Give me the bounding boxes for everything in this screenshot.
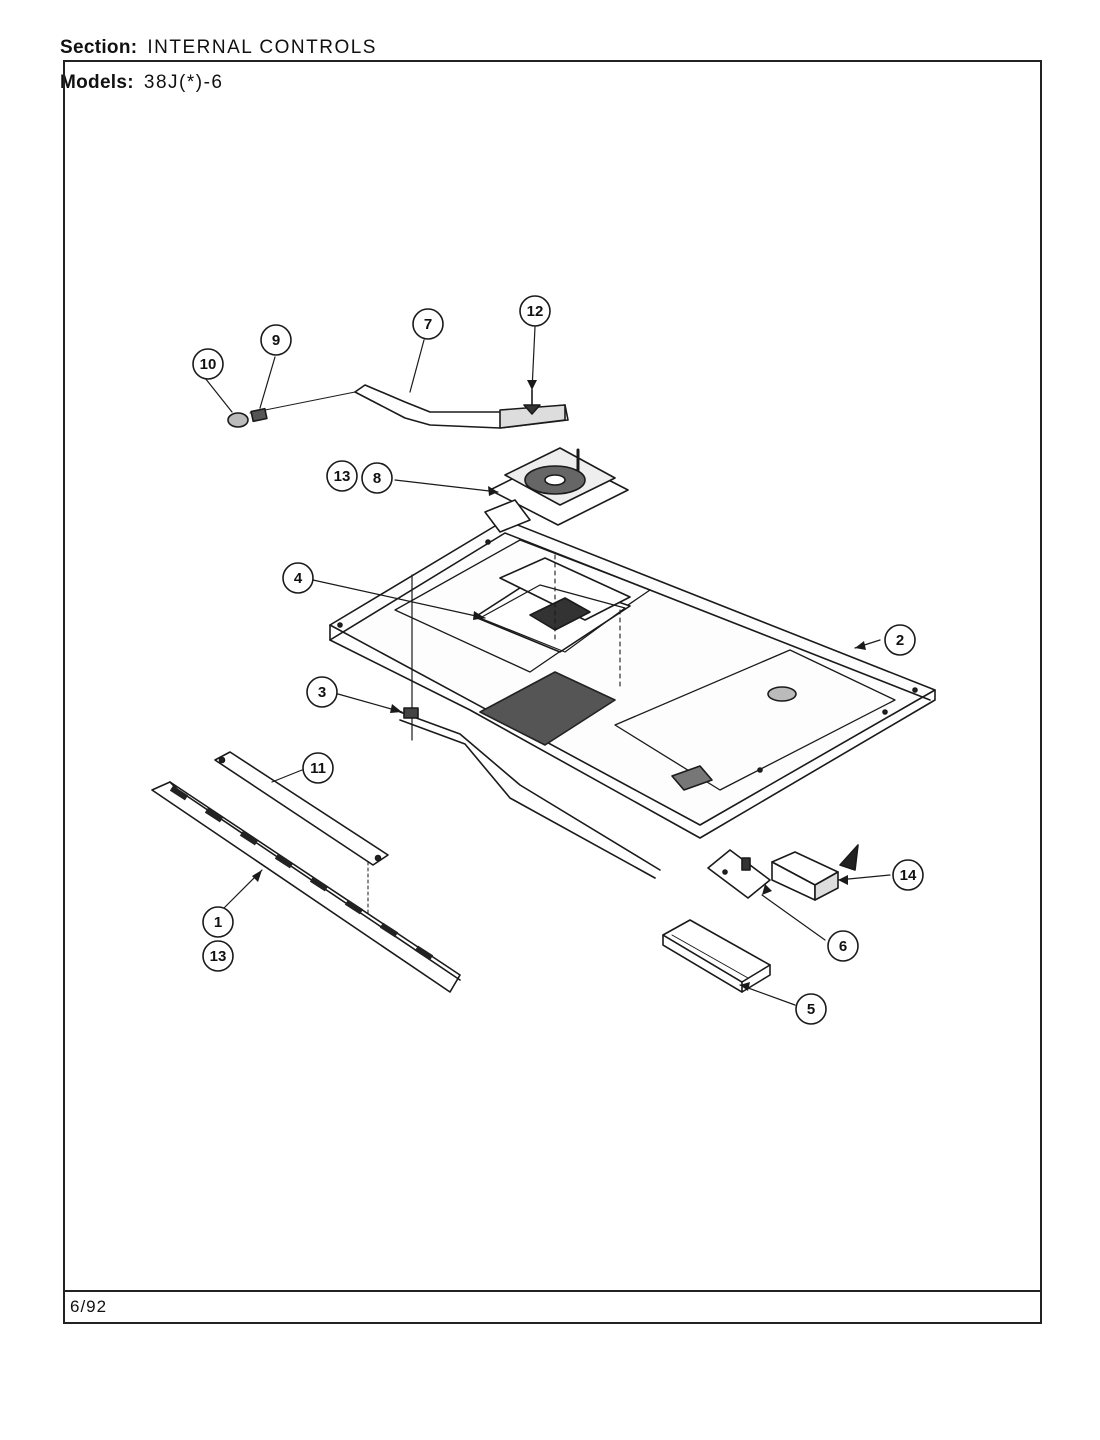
callout-5: 5 bbox=[795, 993, 827, 1025]
svg-text:10: 10 bbox=[200, 356, 217, 373]
footer-divider bbox=[63, 1290, 1042, 1292]
callout-3: 3 bbox=[306, 676, 338, 708]
svg-text:13: 13 bbox=[210, 948, 227, 965]
callout-10: 10 bbox=[192, 348, 224, 380]
callout-9: 9 bbox=[260, 324, 292, 356]
callout-7: 7 bbox=[412, 308, 444, 340]
svg-text:7: 7 bbox=[424, 316, 432, 333]
svg-text:4: 4 bbox=[294, 570, 303, 587]
part-14-switch bbox=[771, 844, 859, 901]
part-1-rail bbox=[151, 781, 461, 993]
callout-1: 1 bbox=[202, 906, 234, 938]
section-label: Section: bbox=[60, 37, 138, 58]
svg-text:8: 8 bbox=[373, 470, 381, 487]
svg-text:11: 11 bbox=[310, 760, 326, 777]
callout-13-lower: 13 bbox=[202, 940, 234, 972]
callout-2: 2 bbox=[884, 624, 916, 656]
part-3-front-channel bbox=[399, 707, 661, 879]
callout-8: 8 bbox=[361, 462, 393, 494]
svg-text:3: 3 bbox=[318, 684, 326, 701]
svg-text:5: 5 bbox=[807, 1001, 815, 1018]
part-7-lever-arm bbox=[249, 384, 569, 429]
svg-text:14: 14 bbox=[900, 867, 917, 884]
footer-date: 6/92 bbox=[70, 1297, 108, 1316]
callout-4: 4 bbox=[282, 562, 314, 594]
svg-text:13: 13 bbox=[334, 468, 351, 485]
callout-bubbles: 10 9 7 12 13 8 4 2 3 11 1 13 14 6 5 bbox=[192, 295, 924, 1025]
callout-6: 6 bbox=[827, 930, 859, 962]
svg-text:6: 6 bbox=[839, 938, 847, 955]
part-2-panel-plate bbox=[329, 519, 936, 839]
part-11-strip bbox=[214, 751, 389, 921]
callout-12: 12 bbox=[519, 295, 551, 327]
part-6-clip-bracket bbox=[707, 849, 771, 899]
part-8-switch-assembly bbox=[484, 447, 629, 533]
leader-arrowheads bbox=[252, 380, 866, 991]
callout-13-upper: 13 bbox=[326, 460, 358, 492]
models-label: Models: bbox=[60, 72, 134, 93]
models-header: Models: 38J(*)-6 bbox=[60, 72, 223, 94]
leader-lines bbox=[204, 326, 891, 1006]
section-value: INTERNAL CONTROLS bbox=[147, 37, 377, 58]
models-value: 38J(*)-6 bbox=[143, 72, 224, 93]
callout-14: 14 bbox=[892, 859, 924, 891]
part-10-nut bbox=[227, 412, 249, 428]
callout-11: 11 bbox=[302, 752, 334, 784]
part-9-spring bbox=[250, 407, 268, 423]
svg-text:2: 2 bbox=[896, 632, 904, 649]
svg-text:9: 9 bbox=[272, 332, 280, 349]
part-5-channel bbox=[662, 919, 771, 993]
section-header: Section: INTERNAL CONTROLS bbox=[60, 37, 377, 59]
part-4-bracket bbox=[479, 584, 626, 653]
svg-text:1: 1 bbox=[214, 914, 222, 931]
svg-text:12: 12 bbox=[527, 303, 544, 320]
diagram-frame bbox=[63, 60, 1042, 1324]
part-12-screw bbox=[523, 389, 541, 415]
